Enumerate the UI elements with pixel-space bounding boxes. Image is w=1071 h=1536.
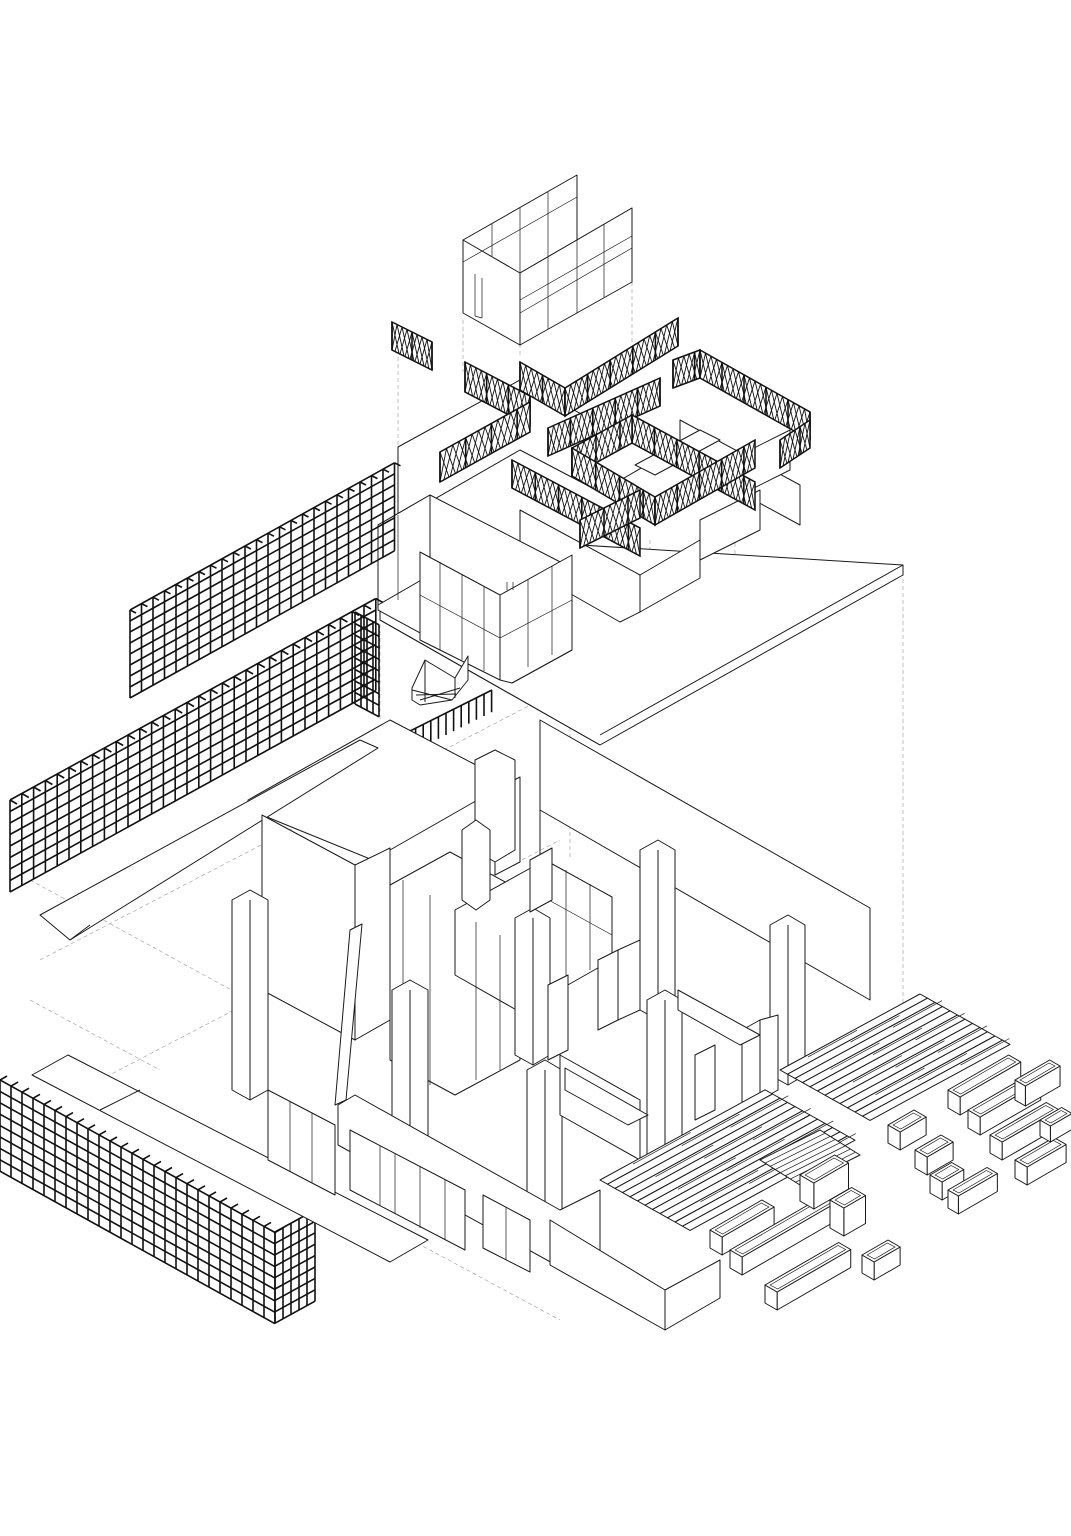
box-6 — [861, 1239, 901, 1281]
balustrade-l — [654, 438, 756, 527]
box-13 — [914, 1134, 954, 1176]
left-screen-grid-lower — [0, 1075, 283, 1325]
box-15 — [947, 1167, 998, 1215]
box-11 — [1014, 1137, 1067, 1186]
stepped-seating — [599, 993, 1011, 1231]
balustrade-n — [579, 488, 641, 550]
balustrade-d — [564, 316, 679, 418]
balustrade-c — [519, 360, 566, 418]
balustrade-f — [672, 348, 701, 390]
box-7 — [947, 1054, 1022, 1116]
left-screen-grid-middle-return — [354, 611, 380, 718]
box-10 — [1014, 1059, 1061, 1107]
balustrade-a — [464, 360, 531, 428]
balustrade-h — [779, 418, 811, 470]
balustrade-b — [439, 400, 531, 484]
balustrade-g — [699, 348, 811, 442]
balustrade-e — [547, 376, 661, 458]
ground-floor-massing — [31, 719, 871, 1331]
left-screen-grid-upper — [129, 462, 401, 699]
box-3 — [764, 1242, 852, 1311]
seating-right — [779, 993, 1011, 1121]
box-5 — [829, 1187, 867, 1237]
roof-glass-pavilion — [462, 174, 633, 346]
box-12 — [887, 1109, 927, 1151]
box-1 — [709, 1199, 775, 1256]
small-stair — [411, 655, 469, 706]
left-screen-grids — [0, 462, 401, 1325]
balustrade-top-left-small — [391, 320, 433, 372]
box-4 — [799, 1154, 849, 1210]
left-screen-grid-lower-return — [274, 1209, 316, 1324]
left-screen-grid-middle — [9, 597, 384, 893]
lattice-balustrades — [391, 316, 811, 558]
folding-panels — [547, 939, 779, 1126]
modular-boxes — [709, 1054, 1071, 1311]
upper-partition-cube — [377, 494, 573, 684]
box-16 — [1039, 1107, 1071, 1143]
